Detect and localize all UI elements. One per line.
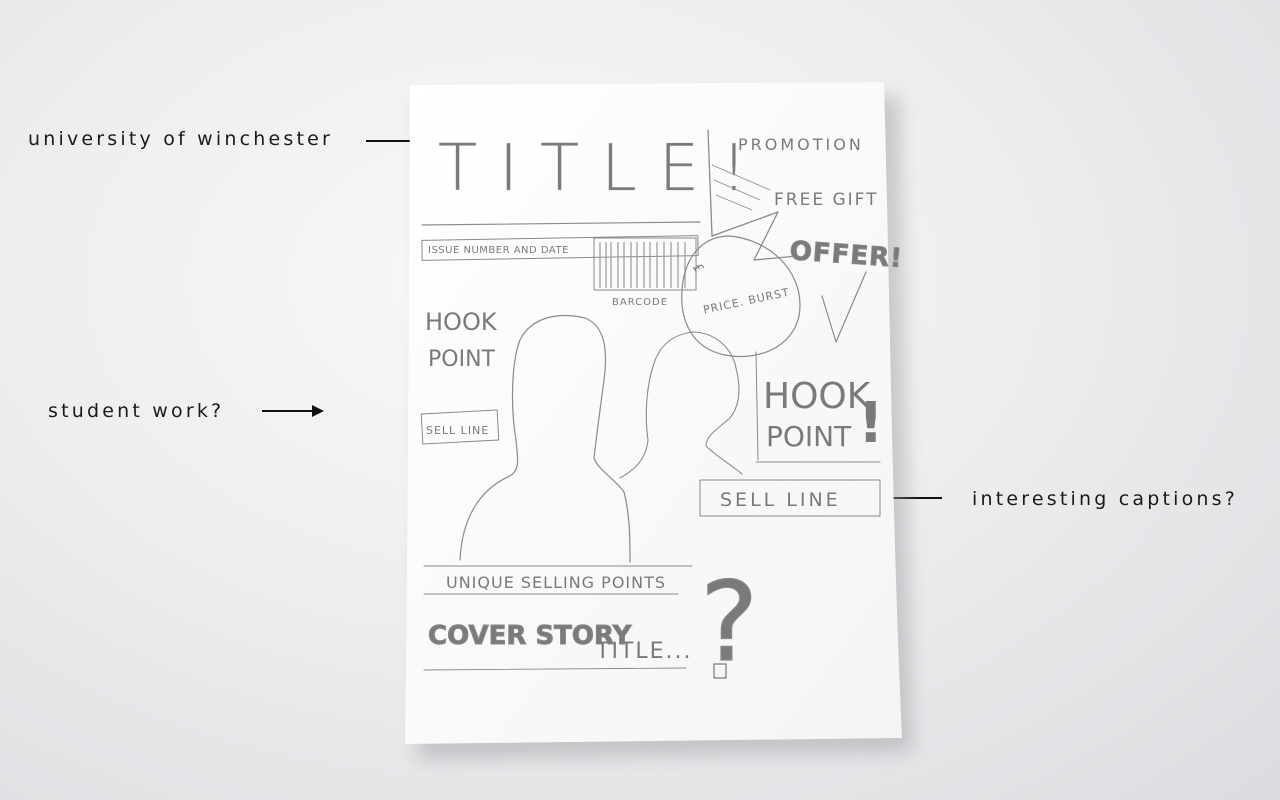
arrow-right-icon	[262, 405, 324, 417]
barcode-icon	[599, 242, 686, 288]
sketch-cover-story: COVER STORY	[428, 621, 633, 651]
sketch-cover-story-title: TITLE...	[595, 639, 693, 664]
sketch-sell-right: SELL LINE	[720, 489, 841, 511]
sketch-hook-right-1: HOOK	[763, 376, 872, 417]
sketch-hook-left-1: HOOK	[425, 308, 498, 336]
silhouette-back	[619, 331, 743, 479]
sketch-hook-right-2: POINT	[766, 420, 852, 453]
sketch-title: TITLE!	[438, 132, 769, 206]
sketch-sell-left: SELL LINE	[426, 424, 489, 437]
paper-sheet	[405, 82, 902, 744]
sketch-hook-left-2: POINT	[428, 347, 496, 372]
sketch-free-gift: FREE GIFT	[774, 190, 879, 210]
annotation-captions: interesting captions?	[972, 488, 1239, 510]
annotation-university: university of winchester	[28, 128, 334, 150]
sketch-promotion: PROMOTION	[738, 135, 864, 154]
sketch-usp: UNIQUE SELLING POINTS	[446, 573, 666, 592]
silhouette-front	[459, 314, 631, 563]
sketch-barcode-label: BARCODE	[612, 297, 668, 308]
annotation-student-work: student work?	[48, 400, 225, 422]
sketch-hook-right-bang: !	[858, 391, 884, 456]
question-dot-icon	[713, 663, 727, 679]
sketch-question-mark: ?	[700, 558, 758, 686]
sketch-issue: ISSUE NUMBER AND DATE	[428, 245, 569, 256]
